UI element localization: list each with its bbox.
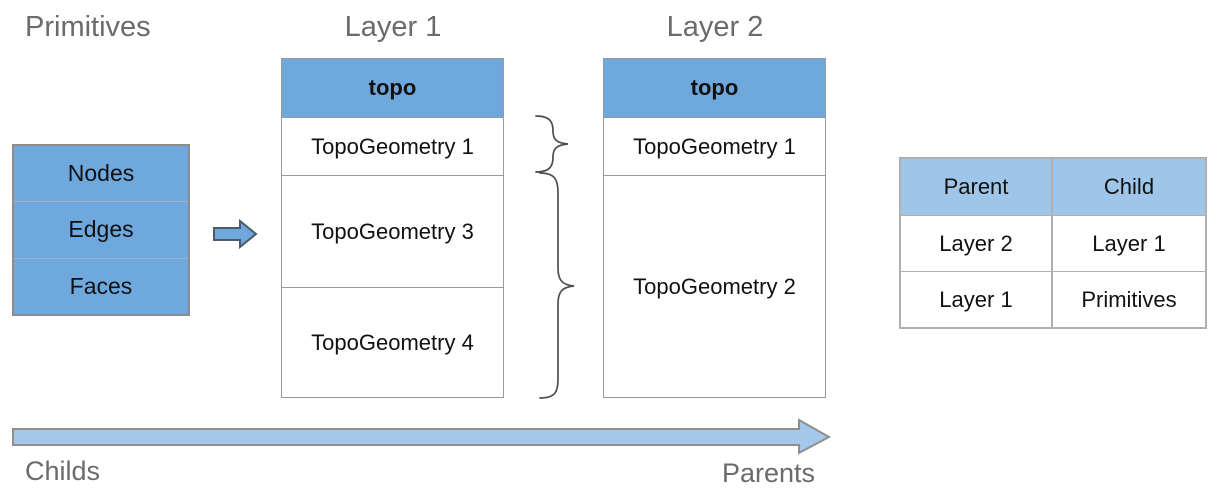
primitives-row-faces: Faces [14, 257, 188, 314]
layer1-row-topogeometry-3: TopoGeometry 3 [282, 175, 503, 287]
large-curly-brace-icon [539, 172, 575, 399]
layer1-table-header: topo [282, 59, 503, 117]
primitives-row-nodes: Nodes [67, 160, 135, 187]
layer2-title: Layer 2 [666, 11, 764, 43]
layer2-row-topogeometry-2: TopoGeometry 2 [604, 175, 825, 397]
table-cell-child-primitives: Primitives [1053, 271, 1205, 327]
parents-axis-label: Parents [722, 458, 816, 488]
primitives-box: Nodes Edges Faces [12, 144, 190, 316]
childs-to-parents-arrow-icon [12, 418, 832, 455]
table-cell-parent-layer1: Layer 1 [901, 271, 1053, 327]
childs-axis-label: Childs [25, 456, 101, 486]
primitives-row-edges: Edges [14, 201, 188, 257]
layer1-topo-table: topo TopoGeometry 1 TopoGeometry 3 TopoG… [281, 58, 504, 398]
layer2-topo-table: topo TopoGeometry 1 TopoGeometry 2 [603, 58, 826, 398]
layer1-row-topogeometry-4: TopoGeometry 4 [282, 287, 503, 397]
small-curly-brace-icon [535, 115, 569, 173]
parent-column-header: Parent [901, 159, 1053, 215]
parent-child-table: Parent Child Layer 2 Layer 1 Layer 1 Pri… [899, 157, 1207, 329]
table-cell-parent-layer2: Layer 2 [901, 215, 1053, 271]
table-cell-child-layer1: Layer 1 [1053, 215, 1205, 271]
layer1-row-topogeometry-1: TopoGeometry 1 [282, 117, 503, 175]
layer2-row-topogeometry-1: TopoGeometry 1 [604, 117, 825, 175]
layer1-title: Layer 1 [344, 11, 442, 43]
right-block-arrow-icon [213, 218, 258, 250]
layer2-table-header: topo [604, 59, 825, 117]
child-column-header: Child [1053, 159, 1205, 215]
primitives-title: Primitives [25, 11, 151, 43]
